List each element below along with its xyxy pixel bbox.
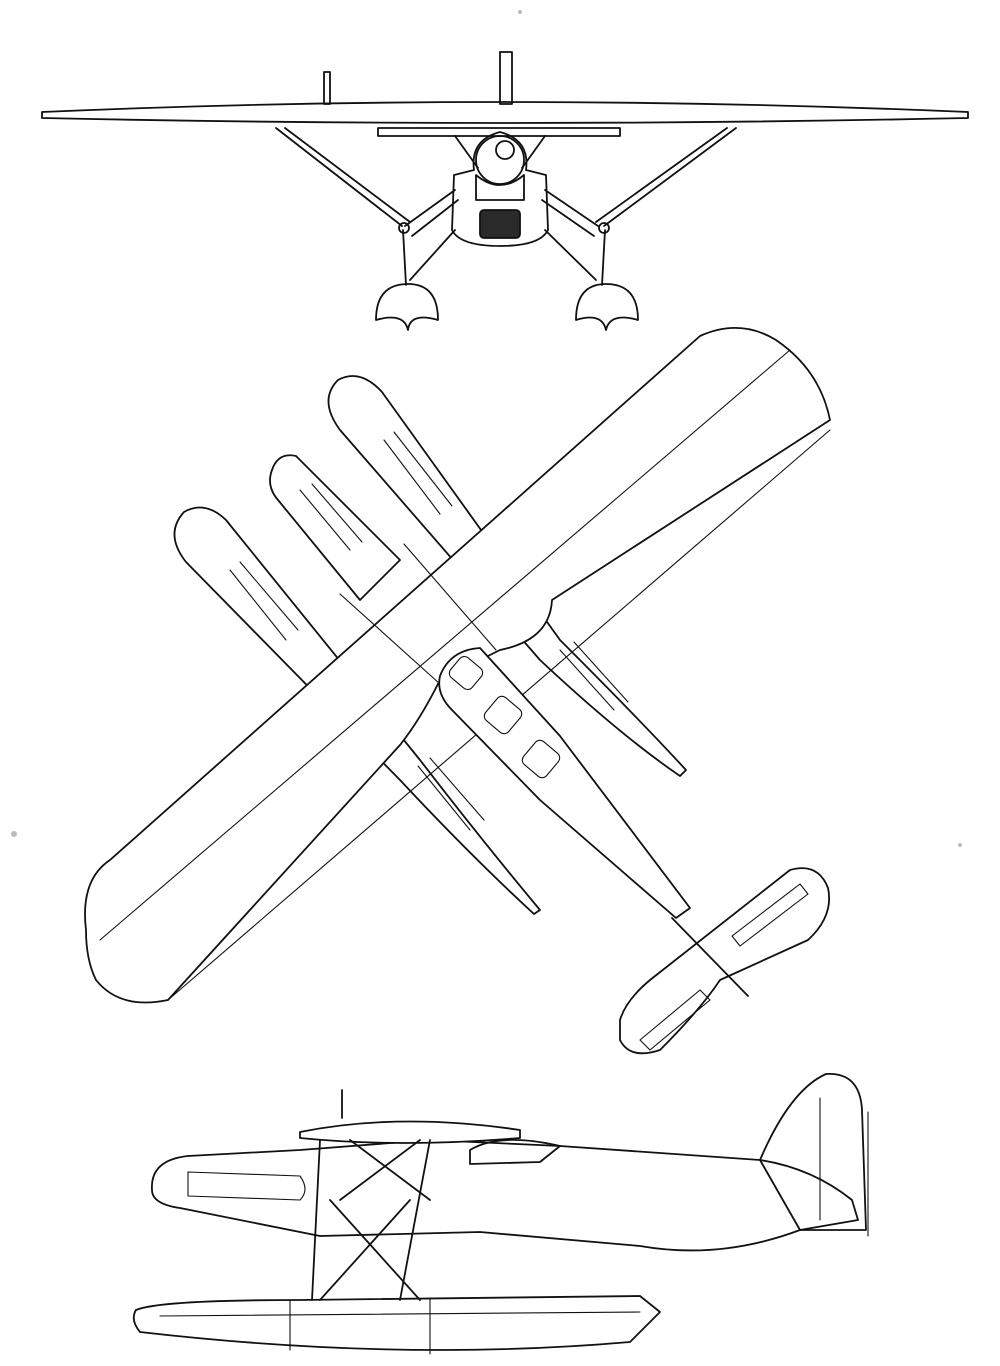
plan-float-right <box>327 375 687 777</box>
plan-wing-root-1 <box>339 593 441 685</box>
front-float-strut-r2 <box>541 199 595 237</box>
side-strut-4 <box>319 1199 411 1301</box>
side-strut-3 <box>329 1199 421 1301</box>
side-float <box>132 1295 661 1351</box>
front-antenna-left <box>323 71 331 105</box>
front-spinner <box>475 135 525 185</box>
side-strut-6 <box>339 1139 421 1201</box>
plan-tailplane <box>619 867 830 1055</box>
front-float-left <box>375 283 439 331</box>
front-engine <box>475 174 525 201</box>
plan-wing-line-1 <box>99 349 791 941</box>
front-wing <box>41 101 969 124</box>
scan-speck-1 <box>11 831 17 837</box>
front-strut-r2 <box>595 127 728 223</box>
front-strut-r1 <box>603 127 737 227</box>
side-canopy <box>469 1139 561 1165</box>
front-fuselage <box>451 131 549 247</box>
front-joint-l <box>398 222 410 234</box>
side-strut-1 <box>311 1139 321 1301</box>
front-strut-l1 <box>275 127 403 227</box>
front-cabane <box>377 127 621 137</box>
plan-wing-root-2 <box>403 543 497 651</box>
plan-window-3 <box>521 739 561 779</box>
plan-fuselage <box>438 647 691 919</box>
side-wing <box>299 1120 521 1144</box>
front-spreader-r <box>544 229 597 281</box>
front-spinner-hub <box>495 140 515 160</box>
front-float-right <box>575 283 639 331</box>
plan-exhaust-2 <box>311 483 363 543</box>
front-cabane-l <box>454 135 479 169</box>
front-leg-r <box>601 229 606 286</box>
scan-speck-3 <box>518 10 522 14</box>
plan-window-1 <box>448 655 484 691</box>
plan-exhaust-1 <box>299 489 351 551</box>
front-float-strut-l1 <box>404 189 456 227</box>
side-strut-5 <box>349 1139 431 1201</box>
front-float-strut-r1 <box>544 189 599 227</box>
front-strut-l2 <box>284 127 411 223</box>
plan-fin <box>671 917 749 997</box>
plan-view <box>84 327 831 1055</box>
side-cowl <box>187 1171 306 1201</box>
front-joint-r <box>598 222 610 234</box>
plan-elevator-left <box>639 989 711 1051</box>
side-fuselage <box>151 1139 859 1252</box>
plan-engine-nose <box>269 454 401 601</box>
front-cabane-r <box>521 135 546 169</box>
plan-elevator-right <box>731 883 809 947</box>
front-leg-l <box>402 229 407 286</box>
side-view <box>132 1073 869 1355</box>
front-spreader-l <box>409 229 456 281</box>
side-fin <box>759 1073 867 1231</box>
front-float-strut-l2 <box>411 199 459 237</box>
front-radiator-grille <box>479 209 521 239</box>
scan-speck-2 <box>958 843 962 847</box>
plan-window-2 <box>483 695 523 735</box>
side-strut-2 <box>399 1139 431 1301</box>
front-view <box>41 51 969 331</box>
front-fin <box>499 51 513 105</box>
